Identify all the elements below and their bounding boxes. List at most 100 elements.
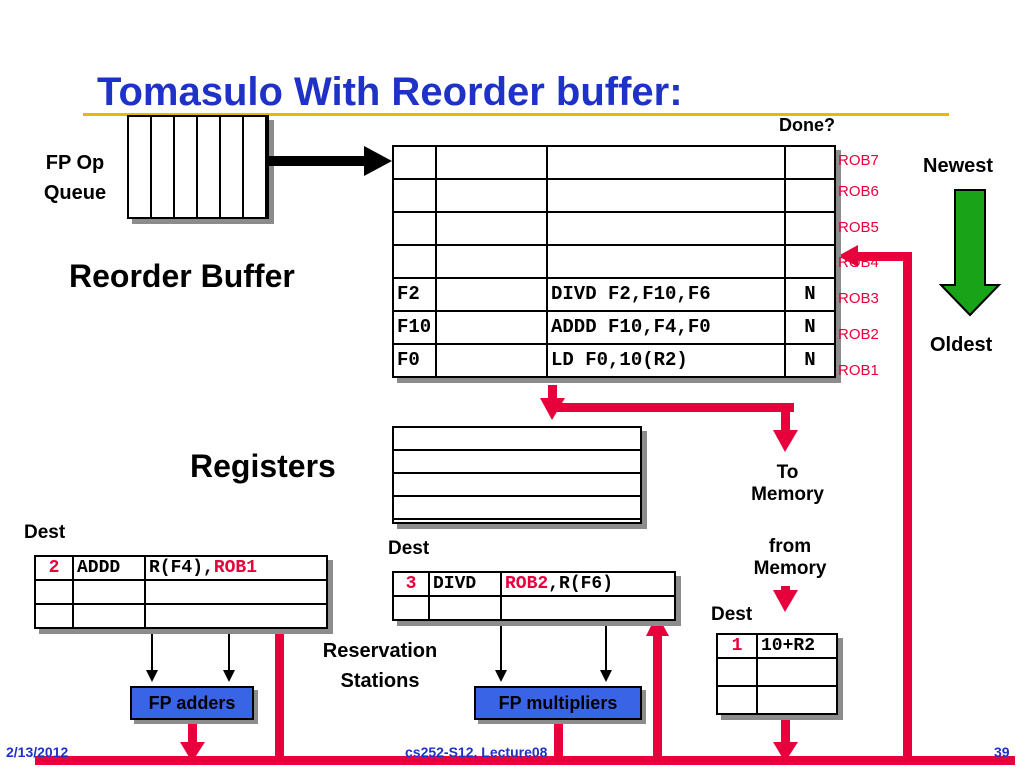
operand-b: ROB1 [213,558,258,578]
rob-instr-cell [546,145,786,180]
operand-a: ROB2 [505,574,549,594]
rob-instr-cell [546,244,786,279]
station-row [34,579,328,605]
station-operands: R(F4),ROB1 [144,555,328,581]
from-memory-label: from Memory [735,536,845,580]
buffer-value [756,685,838,715]
multiplier-reservation-station: 3 DIVD ROB2,R(F6) [392,571,676,621]
station-operands [144,579,328,605]
adder-reservation-station: 2 ADDD R(F4),ROB1 [34,555,328,629]
rob-done-cell: N [784,343,836,378]
rob-dest-cell [392,178,437,213]
rob-dest-cell [392,145,437,180]
from-memory-line2: Memory [753,558,827,579]
rob-row [392,211,836,246]
buffer-dest [716,685,758,715]
operand-a: R(F4), [149,558,214,578]
station-operands [500,595,676,621]
fp-multipliers-unit: FP multipliers [474,686,642,720]
buffer-dest [716,657,758,687]
rob-tag-label: ROB7 [838,152,879,169]
fp-op-queue [127,115,269,219]
rob-value-cell [435,343,548,378]
dest-label-multipliers: Dest [388,538,430,559]
rob-done-cell [784,244,836,279]
rob-row [392,145,836,180]
fp-op-queue-label: FP Op Queue [30,148,120,208]
station-op: ADDD [72,555,146,581]
rob-row [392,244,836,279]
fp-adders-unit: FP adders [130,686,254,720]
rob-dest-cell: F2 [392,277,437,312]
station-op [72,603,146,629]
register-file [392,426,642,524]
buffer-dest: 1 [716,633,758,659]
station-to-unit-arrows [146,617,612,682]
rob-tag-label: ROB2 [838,326,879,343]
rob-instr-cell [546,178,786,213]
rob-done-cell [784,178,836,213]
done-header: Done? [779,115,835,135]
dest-label-adders: Dest [24,522,66,543]
reservation-stations-line1: Reservation [322,640,438,662]
station-dest [392,595,430,621]
rob-output-arrows [540,385,798,452]
footer-course: cs252-S12, Lecture08 [405,744,548,760]
station-dest [34,579,74,605]
rob-value-cell [435,211,548,246]
operand-b: ,R(F6) [548,574,614,594]
page-title: Tomasulo With Reorder buffer: [97,70,683,114]
rob-value-cell [435,178,548,213]
station-operands: ROB2,R(F6) [500,571,676,597]
rob-done-cell: N [784,310,836,345]
station-op [428,595,502,621]
memory-load-buffer: 1 10+R2 [716,633,838,715]
footer-date: 2/13/2012 [6,744,69,760]
station-op [72,579,146,605]
reservation-stations-line2: Stations [340,670,420,692]
station-dest [34,603,74,629]
registers-label: Registers [190,448,336,484]
rob-row [392,178,836,213]
to-memory-line1: To [776,462,799,483]
fp-op-queue-label-line2: Queue [43,182,107,204]
buffer-row [716,685,838,715]
rob-row: F0 LD F0,10(R2)N [392,343,836,378]
rob-done-cell [784,145,836,180]
newest-to-oldest-arrow [938,189,1002,317]
station-row [392,595,676,621]
title-rule [83,113,949,116]
station-dest: 2 [34,555,74,581]
rob-tag-label: ROB6 [838,183,879,200]
station-row: 3 DIVD ROB2,R(F6) [392,571,676,597]
rob-value-cell [435,310,548,345]
rob-instr-cell: ADDD F10,F4,F0 [546,310,786,345]
from-memory-line1: from [768,536,812,557]
rob-dest-cell: F0 [392,343,437,378]
to-memory-label: To Memory [735,462,840,506]
reorder-buffer-label: Reorder Buffer [69,258,295,294]
station-row: 2 ADDD R(F4),ROB1 [34,555,328,581]
rob-value-cell [435,277,548,312]
station-dest: 3 [392,571,430,597]
rob-tag-label: ROB4 [838,254,879,271]
station-row [34,603,328,629]
buffer-value: 10+R2 [756,633,838,659]
to-memory-line2: Memory [751,484,824,505]
rob-value-cell [435,145,548,180]
footer-page-number: 39 [994,744,1010,760]
rob-tag-label: ROB3 [838,290,879,307]
rob-instr-cell: DIVD F2,F10,F6 [546,277,786,312]
buffer-row [716,657,838,687]
rob-tag-label: ROB1 [838,362,879,379]
rob-done-cell [784,211,836,246]
rob-value-cell [435,244,548,279]
rob-instr-cell: LD F0,10(R2) [546,343,786,378]
queue-to-rob-arrow [268,146,392,176]
rob-done-cell: N [784,277,836,312]
common-data-bus [35,245,1015,765]
reservation-stations-label: Reservation Stations [300,636,460,696]
rob-instr-cell [546,211,786,246]
